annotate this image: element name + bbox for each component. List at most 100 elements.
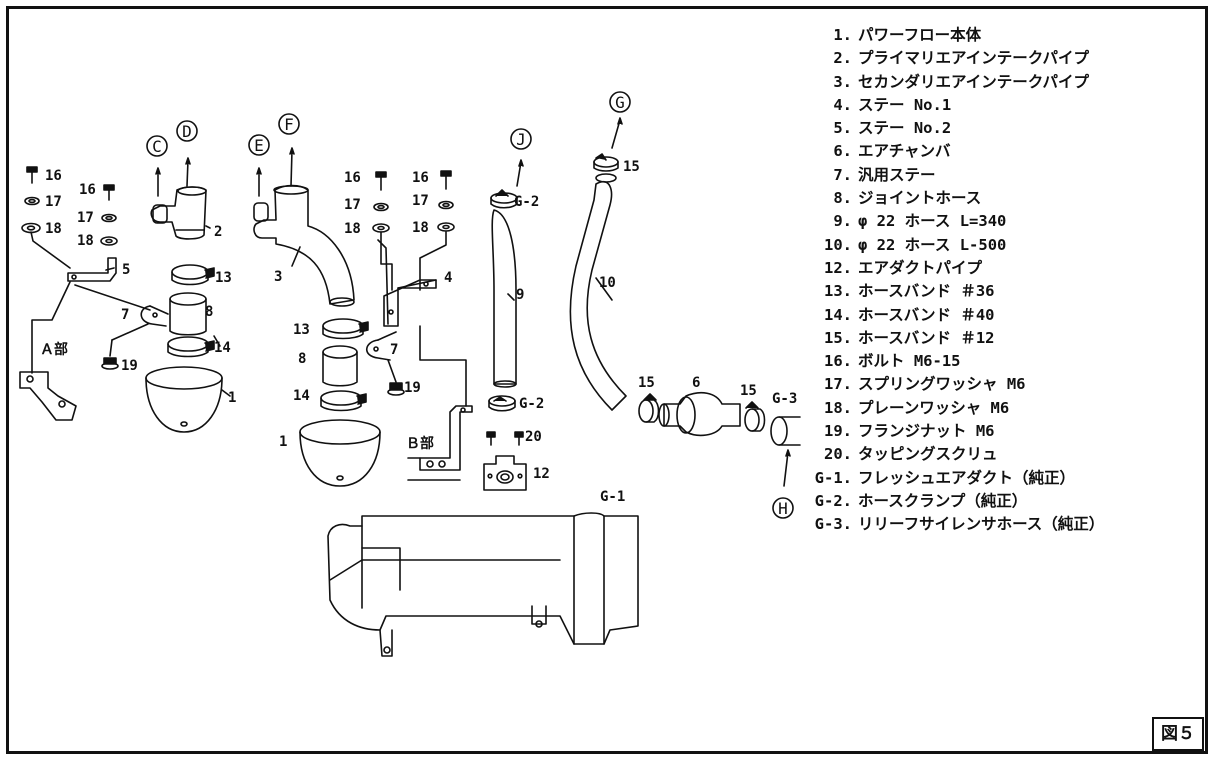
bolt-16-c bbox=[375, 171, 387, 191]
callout-16: 16 bbox=[412, 170, 429, 186]
callout-9: 9 bbox=[516, 287, 524, 303]
washer-18-a bbox=[21, 222, 41, 234]
legend-item-text: パワーフロー本体 bbox=[858, 26, 982, 44]
callout-18: 18 bbox=[412, 220, 429, 236]
legend-item-text: φ 22 ホース L=340 bbox=[858, 212, 1007, 231]
legend-item-text: φ 22 ホース L-500 bbox=[858, 235, 1007, 254]
callout-19: 19 bbox=[121, 358, 138, 374]
relief-silencer-hose bbox=[770, 416, 801, 446]
callout-2: 2 bbox=[214, 224, 222, 240]
legend-item-number: 15. bbox=[824, 328, 852, 347]
legend-item-number: 9. bbox=[833, 212, 852, 231]
legend-item-number: 10. bbox=[824, 235, 852, 254]
legend-item-number: 8. bbox=[833, 189, 852, 208]
callout-15: 15 bbox=[623, 159, 640, 175]
legend-item-text: リリーフサイレンサホース（純正） bbox=[858, 515, 1105, 534]
legend-item-text: ホースバンド ＃36 bbox=[858, 282, 995, 301]
legend-item: 3. セカンダリエアインテークパイプ bbox=[808, 71, 1104, 94]
bolt-16-d bbox=[440, 170, 452, 190]
callout-18: 18 bbox=[77, 233, 94, 249]
legend-item: 16.ボルト M6-15 bbox=[808, 350, 1104, 373]
callout-16: 16 bbox=[344, 170, 361, 186]
stay-no2 bbox=[67, 257, 117, 282]
area-a-label: Ａ部 bbox=[40, 341, 68, 358]
legend-item: 4.ステー No.1 bbox=[808, 94, 1104, 117]
callout-14: 14 bbox=[214, 340, 231, 356]
legend-item: 19.フランジナット M6 bbox=[808, 420, 1104, 443]
legend-item-number: 1. bbox=[833, 26, 852, 44]
legend-item-text: プライマリエアインテークパイプ bbox=[858, 49, 1089, 68]
callout-1: 1 bbox=[228, 390, 236, 406]
hose-band-12-a bbox=[593, 153, 619, 172]
legend-item: 10. φ 22 ホース L-500 bbox=[808, 234, 1104, 257]
legend-item-text: フレッシュエアダクト（純正） bbox=[858, 468, 1076, 487]
legend-item-text: ホースバンド ＃40 bbox=[858, 305, 995, 324]
callout-8: 8 bbox=[298, 351, 306, 367]
figure-frame bbox=[6, 6, 1208, 754]
legend-item-number: 4. bbox=[833, 95, 852, 114]
legend-item: 17.スプリングワッシャ M6 bbox=[808, 373, 1104, 396]
legend-item-number: 17. bbox=[824, 375, 852, 394]
circle-label-j: J bbox=[516, 130, 526, 149]
washer-17-c bbox=[373, 202, 389, 212]
legend-item-number: 6. bbox=[833, 142, 852, 161]
legend-item-text: ホースバンド ＃12 bbox=[858, 328, 995, 347]
legend-item-text: タッピングスクリュ bbox=[858, 445, 998, 464]
legend-item: 8.ジョイントホース bbox=[808, 187, 1104, 210]
circle-label-c: C bbox=[152, 137, 162, 156]
legend-item: 1. パワーフロー本体 bbox=[808, 24, 1104, 47]
legend-item-number: 2. bbox=[833, 49, 852, 68]
joint-hose-a bbox=[169, 292, 207, 336]
washer-18-b bbox=[100, 236, 118, 246]
callout-18: 18 bbox=[344, 221, 361, 237]
callout-g2: G-2 bbox=[519, 396, 544, 412]
air-chamber bbox=[658, 391, 741, 437]
legend-item-number: 5. bbox=[833, 119, 852, 138]
washer-17-b bbox=[101, 213, 117, 223]
legend-item-number: 18. bbox=[824, 398, 852, 417]
washer-18-d bbox=[437, 222, 455, 232]
hose-band-12-b bbox=[638, 393, 660, 423]
flange-nut-b bbox=[387, 382, 405, 396]
circle-label-g: G bbox=[615, 93, 625, 112]
circle-label-f: F bbox=[284, 115, 294, 134]
hose-band-36-a bbox=[171, 264, 215, 286]
area-b-label: Ｂ部 bbox=[406, 435, 434, 452]
callout-13: 13 bbox=[293, 322, 310, 338]
callout-8: 8 bbox=[205, 304, 213, 320]
callout-13: 13 bbox=[215, 270, 232, 286]
washer-18-c bbox=[372, 223, 390, 233]
legend-item: 18. プレーンワッシャ M6 bbox=[808, 397, 1104, 420]
legend-item-number: 3. bbox=[833, 72, 852, 91]
legend-item-text: プレーンワッシャ M6 bbox=[858, 398, 1010, 417]
circle-label-h: H bbox=[778, 499, 788, 518]
legend-item: 12.エアダクトパイプ bbox=[808, 257, 1104, 280]
legend-item-text: セカンダリエアインテークパイプ bbox=[858, 72, 1089, 91]
flange-nut-a bbox=[101, 357, 119, 370]
power-flow-filter-a bbox=[145, 366, 223, 433]
callout-1: 1 bbox=[279, 434, 287, 450]
washer-17-a bbox=[24, 196, 40, 206]
callout-16: 16 bbox=[79, 182, 96, 198]
callout-18: 18 bbox=[45, 221, 62, 237]
air-duct-pipe bbox=[483, 455, 527, 491]
hose-band-40-a bbox=[167, 336, 215, 358]
parts-legend: 1. パワーフロー本体 2. プライマリエアインテークパイプ 3. セカンダリエアイン… bbox=[808, 24, 1105, 537]
callout-12: 12 bbox=[533, 466, 550, 482]
secondary-intake-pipe bbox=[253, 184, 355, 307]
hose-band-36-b bbox=[322, 318, 369, 340]
legend-item-number: 14. bbox=[824, 305, 852, 324]
callout-15: 15 bbox=[740, 383, 757, 399]
stay-no1 bbox=[383, 279, 437, 327]
callout-g3: G-3 bbox=[772, 391, 797, 407]
legend-item: 15. ホースバンド ＃12 bbox=[808, 327, 1104, 350]
legend-item: 9. φ 22 ホース L=340 bbox=[808, 210, 1104, 233]
callout-4: 4 bbox=[444, 270, 452, 286]
callout-7: 7 bbox=[121, 307, 129, 323]
legend-item-number: G-3. bbox=[814, 515, 852, 534]
washer-17-d bbox=[438, 200, 454, 210]
callout-14: 14 bbox=[293, 388, 310, 404]
fresh-air-duct bbox=[327, 512, 639, 657]
legend-item-text: フランジナット M6 bbox=[858, 422, 995, 441]
